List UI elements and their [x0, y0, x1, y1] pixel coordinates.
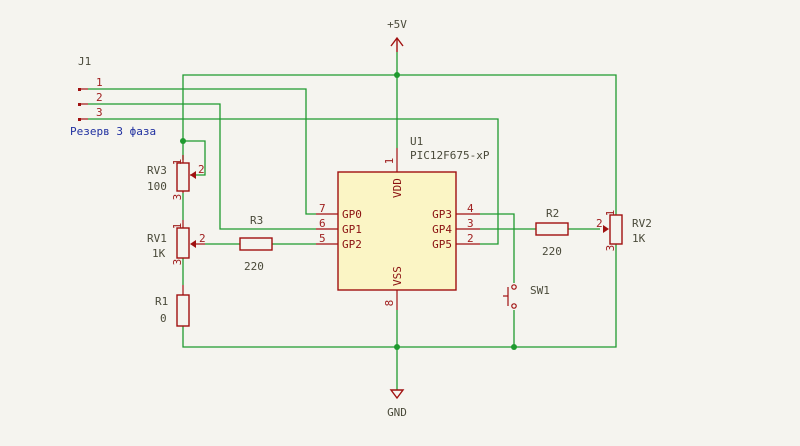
- j1-pin2-wire: [88, 103, 316, 230]
- r1-value: 0: [160, 312, 167, 325]
- rv3-pin: 1: [171, 159, 184, 166]
- j1-pin-3: 3: [96, 106, 103, 119]
- vcc-label: +5V: [387, 18, 407, 31]
- rv2-pin: 3: [604, 245, 617, 252]
- u1-pin-num: 4: [467, 202, 474, 215]
- u1-pin-num: 2: [467, 232, 474, 245]
- junction-dot: [511, 344, 517, 350]
- rv2-pin: 1: [604, 210, 617, 217]
- rv3-pin: 3: [171, 194, 184, 201]
- junction-dot: [394, 344, 400, 350]
- r2-body: [535, 222, 569, 236]
- junction-dot: [394, 72, 400, 78]
- rv3-ref: RV3: [147, 164, 167, 177]
- junction-dot: [180, 138, 186, 144]
- u1-pin-name: GP1: [342, 223, 362, 236]
- u1-ref: U1: [410, 135, 423, 148]
- resistor-r2: R2 220: [535, 207, 569, 258]
- u1-pin-name: GP4: [432, 223, 452, 236]
- potentiometer-rv2: RV2 1K 2 1 3: [596, 210, 652, 252]
- u1-pin-name: GP2: [342, 238, 362, 251]
- ic-u1: U1 PIC12F675-xP 1 VDD VSS 8 7 6 5 GP0 GP…: [316, 135, 490, 310]
- r1-body: [176, 294, 190, 327]
- j1-pin-2: 2: [96, 91, 103, 104]
- resistor-r3: R3 220: [239, 214, 273, 273]
- rv1-ref: RV1: [147, 232, 167, 245]
- j1-pin3-wire: [88, 118, 499, 245]
- gp3-sw1-wire: [480, 213, 515, 283]
- gnd-symbol: GND: [387, 389, 407, 419]
- r2-ref: R2: [546, 207, 559, 220]
- resistor-r1: R1 0: [155, 285, 190, 327]
- u1-pin-name: GP0: [342, 208, 362, 221]
- potentiometer-rv1: RV1 1K 2 1 3: [147, 220, 206, 265]
- r1-ref: R1: [155, 295, 168, 308]
- r2-value: 220: [542, 245, 562, 258]
- rv1-value: 1K: [152, 247, 166, 260]
- r3-body: [239, 237, 273, 251]
- u1-pin-num: 5: [319, 232, 326, 245]
- rv1-pin: 1: [171, 223, 184, 230]
- rv1-pin: 3: [171, 259, 184, 266]
- rv3-pin: 2: [198, 163, 205, 176]
- potentiometer-rv3: RV3 100 2 1 3: [147, 155, 205, 200]
- u1-pin-name: GP5: [432, 238, 452, 251]
- rv2-ref: RV2: [632, 217, 652, 230]
- j1-ref: J1: [78, 55, 91, 68]
- net-label: Резерв 3 фаза: [70, 125, 156, 138]
- rv1-body: [176, 227, 190, 259]
- r3-value: 220: [244, 260, 264, 273]
- sw1-ref: SW1: [530, 284, 550, 297]
- u1-value: PIC12F675-xP: [410, 149, 490, 162]
- u1-pin-name: GP3: [432, 208, 452, 221]
- rv1-pin: 2: [199, 232, 206, 245]
- u1-vdd-pin: 1: [383, 158, 396, 165]
- u1-pin-num: 6: [319, 217, 326, 230]
- switch-sw1: SW1: [503, 284, 550, 309]
- rv3-body: [176, 162, 190, 192]
- j1-pin1-wire: [88, 88, 316, 215]
- rv2-pin: 2: [596, 217, 603, 230]
- junctions: [180, 72, 517, 350]
- vcc-symbol: +5V: [387, 18, 407, 52]
- j1-pin-1: 1: [96, 76, 103, 89]
- u1-vss-label: VSS: [391, 266, 404, 286]
- u1-vdd-label: VDD: [391, 178, 404, 198]
- r3-ref: R3: [250, 214, 263, 227]
- u1-pin-num: 7: [319, 202, 326, 215]
- rv3-value: 100: [147, 180, 167, 193]
- u1-vss-pin: 8: [383, 300, 396, 307]
- u1-pin-num: 3: [467, 217, 474, 230]
- rv2-body: [609, 214, 623, 245]
- rv3-wiper-wire: [183, 140, 206, 176]
- rv2-value: 1K: [632, 232, 646, 245]
- connector-j1: J1 1 2 3 Резерв 3 фаза: [70, 55, 156, 138]
- gnd-label: GND: [387, 406, 407, 419]
